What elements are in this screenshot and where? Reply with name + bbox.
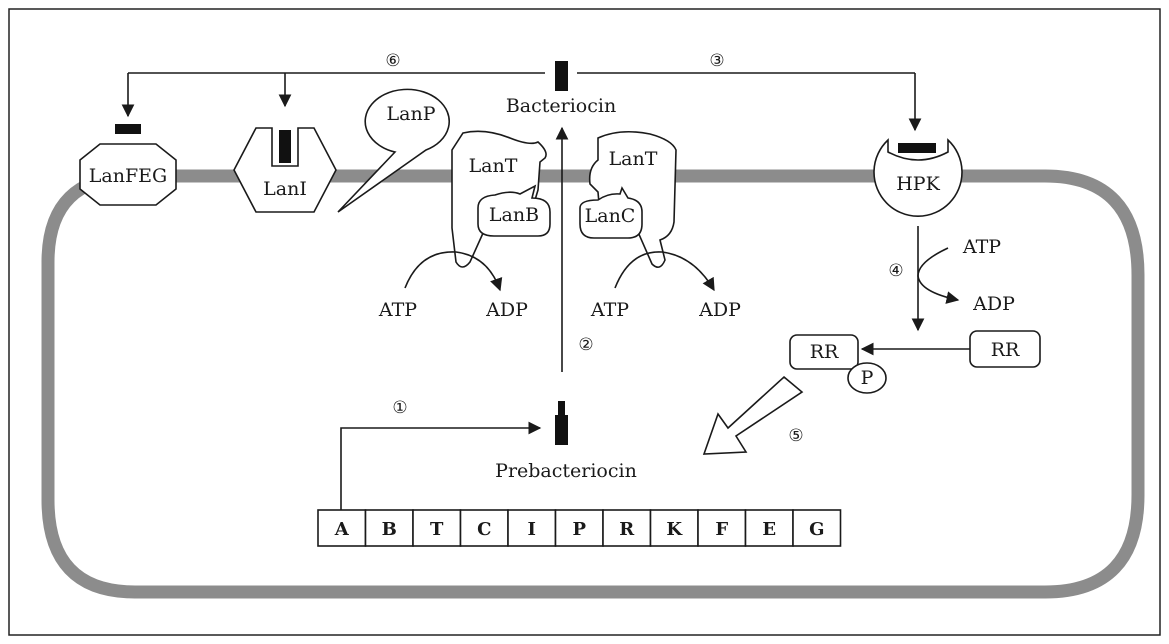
- lani-bound-bacteriocin: [279, 130, 291, 163]
- step3-number: ③: [709, 51, 724, 71]
- lanb-label: LanB: [489, 204, 539, 226]
- gene-label-t: T: [430, 519, 444, 540]
- prebacteriocin-leader: [558, 401, 565, 415]
- gene-label-p: P: [572, 519, 586, 540]
- adp-mid-label: ADP: [698, 299, 741, 321]
- step5-activation-arrow: [704, 377, 802, 454]
- atp-left-label: ATP: [378, 299, 417, 321]
- step1-number: ①: [392, 398, 407, 418]
- lanp-label: LanP: [387, 103, 436, 125]
- gene-label-b: B: [382, 519, 397, 540]
- step6-number: ⑥: [385, 51, 400, 71]
- step2-number: ②: [578, 335, 593, 355]
- lant-left-label: LanT: [469, 155, 518, 177]
- gene-label-i: I: [528, 519, 536, 540]
- step4-number: ④: [888, 261, 903, 281]
- gene-label-e: E: [762, 519, 776, 540]
- atp-mid-label: ATP: [590, 299, 629, 321]
- lani-label: LanI: [263, 178, 307, 200]
- hpk-bound-bacteriocin: [898, 143, 936, 153]
- lant-right-label: LanT: [609, 148, 658, 170]
- lanc-label: LanC: [585, 205, 636, 227]
- lanfeg-label: LanFEG: [89, 165, 167, 187]
- atp-adp-left-arc: [405, 252, 500, 290]
- rr-left-label: RR: [810, 341, 839, 363]
- bacteriocin-peptide: [555, 61, 568, 91]
- atp-right-label: ATP: [962, 236, 1001, 258]
- adp-left-label: ADP: [485, 299, 528, 321]
- prebacteriocin-label: Prebacteriocin: [495, 460, 637, 482]
- gene-label-f: F: [715, 519, 728, 540]
- lanfeg-bound-bacteriocin: [115, 124, 141, 134]
- gene-label-a: A: [334, 519, 350, 540]
- gene-label-c: C: [477, 519, 491, 540]
- gene-label-k: K: [666, 519, 683, 540]
- bacteriocin-label: Bacteriocin: [506, 95, 616, 117]
- gene-label-g: G: [809, 519, 824, 540]
- atp-adp-right-arc: [918, 248, 958, 300]
- phosphate-label: P: [861, 367, 874, 389]
- step5-number: ⑤: [788, 426, 803, 446]
- hpk-label: HPK: [896, 173, 940, 195]
- prebacteriocin-peptide: [555, 415, 568, 445]
- gene-label-r: R: [619, 519, 635, 540]
- rr-right-label: RR: [991, 339, 1020, 361]
- adp-right-label: ADP: [972, 293, 1015, 315]
